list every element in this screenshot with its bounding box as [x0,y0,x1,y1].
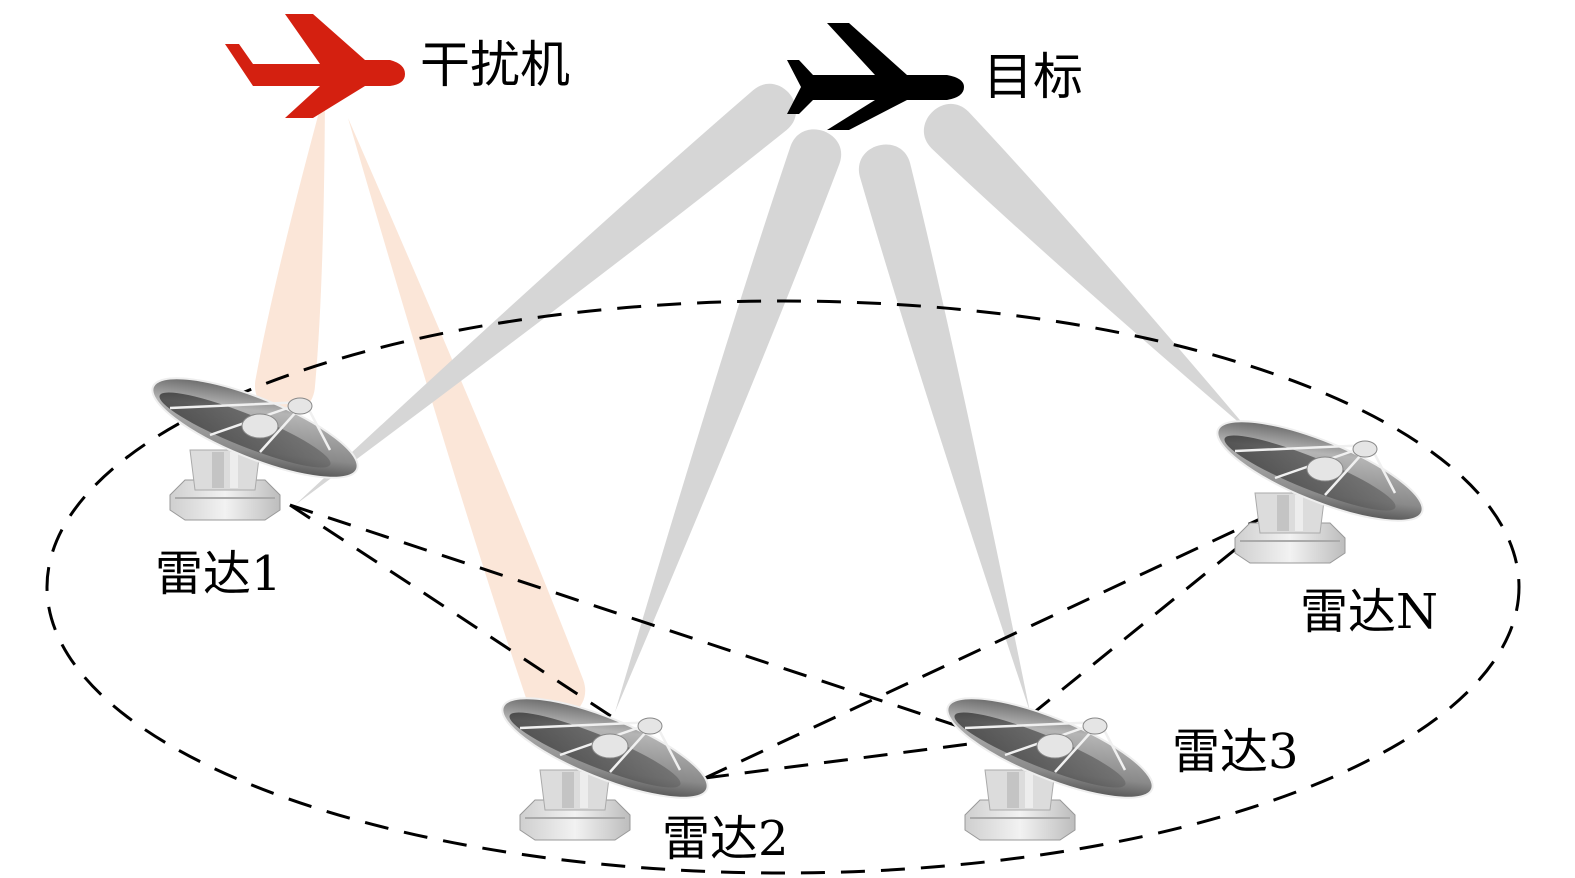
radar-dish-icon [946,697,1154,841]
airplane-icon [225,14,405,118]
target-beam-radar-2 [615,129,842,713]
radar-2-label: 雷达2 [662,811,789,867]
radar-dish-icon [501,697,709,841]
radar-dish-icon [1216,420,1424,564]
network-link-radar-2-radar-n [704,503,1291,780]
radar-dish-icon [151,377,359,521]
network-boundary-ellipse [45,299,1521,875]
jammer-aircraft [225,14,405,118]
target-beam-radar-1 [295,83,797,505]
network-link-radar-2-radar-3 [704,738,1001,780]
radar-2 [501,697,709,841]
radar-1 [151,377,359,521]
radar-n [1216,420,1424,564]
jammer-beam-radar-2 [348,118,586,720]
radar-n-label: 雷达N [1300,584,1438,640]
radar-group [151,377,1424,841]
radar-3 [946,697,1154,841]
jammer-label: 干扰机 [420,36,570,94]
target-label: 目标 [983,48,1083,106]
network-link-radar-1-radar-3 [289,503,1001,742]
target-aircraft [787,23,964,130]
radar-3-label: 雷达3 [1172,724,1299,780]
airplane-icon [787,23,964,130]
jammer-beam-radar-1 [254,90,325,415]
network-link-group [289,503,1291,780]
target-beam-radar-3 [858,144,1030,713]
target-beam-group [295,83,1250,713]
jammer-beam-group [254,90,586,720]
network-link-radar-3-radar-n [999,503,1291,742]
radar-1-label: 雷达1 [155,546,282,602]
target-beam-radar-n [923,103,1250,433]
